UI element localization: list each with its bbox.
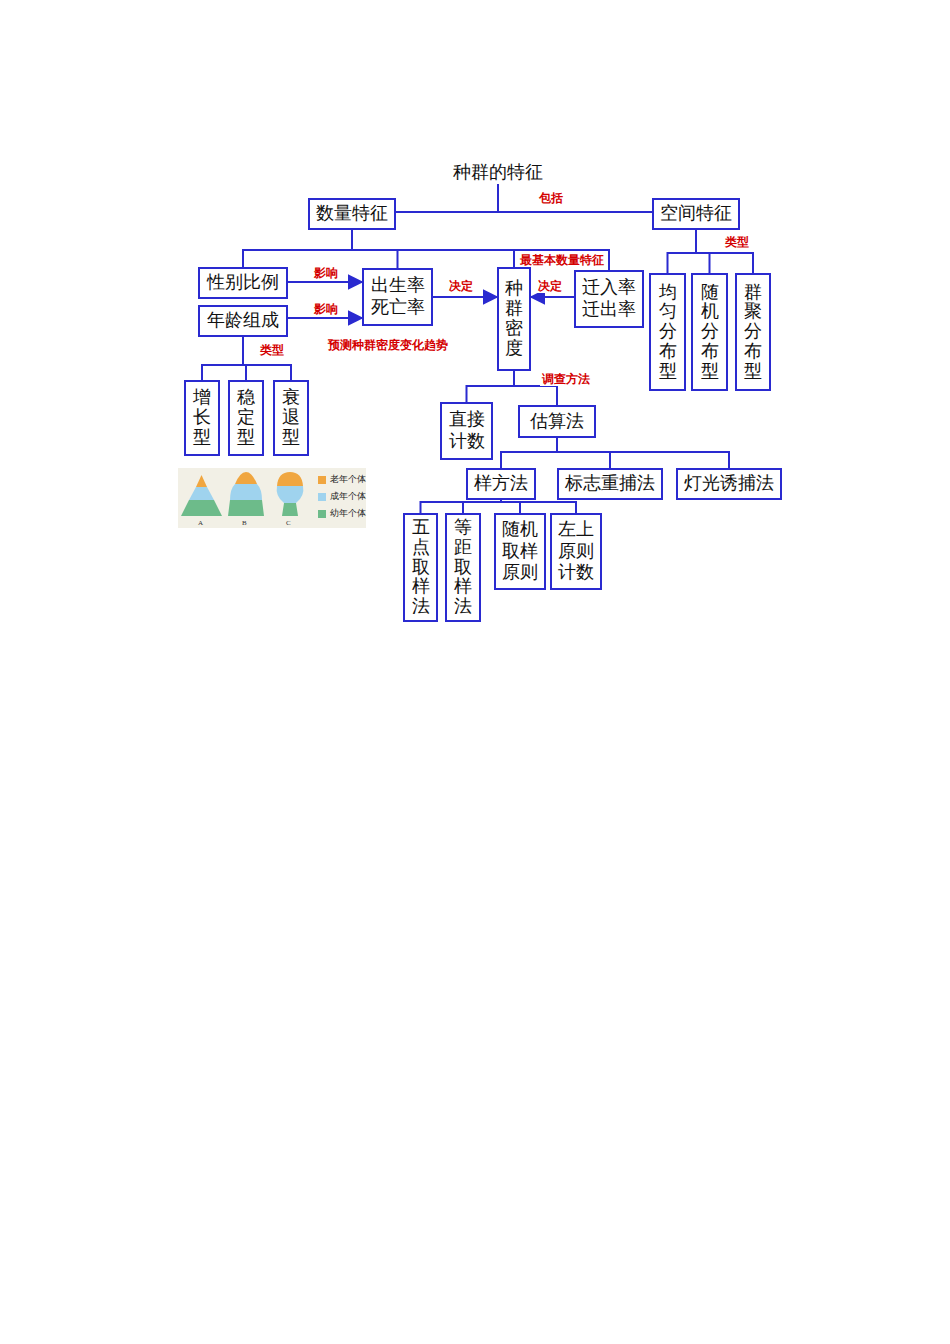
connector-line — [501, 500, 576, 513]
concept-box: 空间特征 — [652, 198, 740, 230]
concept-box: 随机 取样 原则 — [494, 513, 546, 590]
connector-line — [557, 438, 729, 468]
box-text: 迁入率 迁出率 — [582, 277, 636, 320]
connector-line — [243, 230, 352, 267]
pyramid-b — [228, 472, 264, 516]
connector-line — [501, 438, 557, 468]
box-text: 均匀分布型 — [659, 283, 677, 382]
vertical-box: 随机分布型 — [691, 273, 728, 391]
box-text: 随机 取样 原则 — [502, 519, 538, 584]
concept-box: 左上 原则 计数 — [550, 513, 602, 590]
connector-line — [467, 371, 515, 402]
legend-swatch — [318, 493, 326, 501]
edge-label: 决定 — [447, 279, 475, 293]
legend-row: 成年个体 — [318, 490, 366, 503]
connector-line — [668, 230, 697, 273]
figure-letter: B — [242, 519, 247, 527]
box-text: 年龄组成 — [207, 310, 279, 332]
concept-box: 出生率 死亡率 — [362, 268, 433, 326]
edge-label: 影响 — [312, 302, 340, 316]
concept-box: 性别比例 — [198, 267, 288, 299]
annotation-label: 包括 — [537, 191, 565, 205]
box-text: 群聚分布型 — [744, 283, 762, 382]
vertical-box: 均匀分布型 — [649, 273, 686, 391]
box-text: 样方法 — [474, 473, 528, 495]
box-text: 左上 原则 计数 — [558, 519, 594, 584]
connector-line — [421, 500, 502, 513]
box-text: 增长型 — [193, 388, 211, 447]
connector-line — [202, 337, 243, 380]
box-text: 随机分布型 — [701, 283, 719, 382]
box-text: 种群密度 — [505, 279, 523, 358]
vertical-box: 稳定型 — [228, 380, 264, 456]
box-text: 稳定型 — [237, 388, 255, 447]
vertical-box: 群聚分布型 — [735, 273, 771, 391]
title-bus — [395, 211, 652, 213]
legend-text: 成年个体 — [330, 490, 366, 503]
concept-box: 估算法 — [518, 405, 596, 438]
vertical-box: 衰退型 — [273, 380, 309, 456]
figure-letter: C — [286, 519, 291, 527]
pyramid-c — [277, 472, 304, 516]
annotation-label: 预测种群密度变化趋势 — [326, 338, 450, 352]
box-text: 衰退型 — [282, 388, 300, 447]
connector-arrow — [288, 281, 362, 283]
diagram-title: 种群的特征 — [453, 160, 543, 184]
annotation-label: 类型 — [258, 343, 286, 357]
box-text: 直接 计数 — [449, 409, 485, 452]
connector-arrow — [433, 296, 497, 298]
box-text: 估算法 — [530, 411, 584, 433]
box-text: 等距取样法 — [454, 518, 472, 617]
legend-text: 幼年个体 — [330, 507, 366, 520]
box-text: 灯光诱捕法 — [684, 473, 774, 495]
concept-box: 迁入率 迁出率 — [574, 270, 644, 328]
connector-arrow — [531, 296, 574, 298]
box-text: 性别比例 — [207, 272, 279, 294]
edge-label: 最基本数量特征 — [518, 253, 606, 267]
box-text: 五点取样法 — [412, 518, 430, 617]
concept-box: 样方法 — [466, 468, 536, 500]
annotation-label: 类型 — [723, 235, 751, 249]
figure-letter: A — [198, 519, 203, 527]
connector-line — [463, 500, 501, 513]
concept-box: 标志重捕法 — [557, 468, 663, 500]
vertical-box: 等距取样法 — [445, 513, 481, 622]
connector-line — [352, 230, 609, 270]
connector-line — [696, 230, 753, 273]
concept-box: 年龄组成 — [198, 305, 288, 337]
pyramid-panel — [178, 468, 366, 528]
edge-label: 影响 — [312, 266, 340, 280]
annotation-label: 调查方法 — [540, 372, 592, 386]
vertical-box: 增长型 — [184, 380, 220, 456]
connector-line — [243, 337, 291, 380]
title-line — [497, 184, 499, 212]
connector-arrow — [288, 317, 362, 319]
concept-box: 灯光诱捕法 — [676, 468, 782, 500]
box-text: 数量特征 — [316, 203, 388, 225]
connector-line — [696, 230, 710, 273]
vertical-box: 种群密度 — [497, 267, 531, 371]
legend-row: 老年个体 — [318, 473, 366, 486]
edge-label: 决定 — [536, 279, 564, 293]
pyramid-a — [181, 475, 222, 516]
connector-line — [352, 230, 398, 268]
connector-line — [352, 230, 514, 267]
legend-row: 幼年个体 — [318, 507, 366, 520]
concept-box: 数量特征 — [308, 198, 396, 230]
box-text: 标志重捕法 — [565, 473, 655, 495]
concept-box: 直接 计数 — [440, 402, 493, 460]
legend-text: 老年个体 — [330, 473, 366, 486]
legend-swatch — [318, 476, 326, 484]
vertical-box: 五点取样法 — [403, 513, 438, 622]
box-text: 空间特征 — [660, 203, 732, 225]
box-text: 出生率 死亡率 — [371, 275, 425, 318]
legend-swatch — [318, 510, 326, 518]
